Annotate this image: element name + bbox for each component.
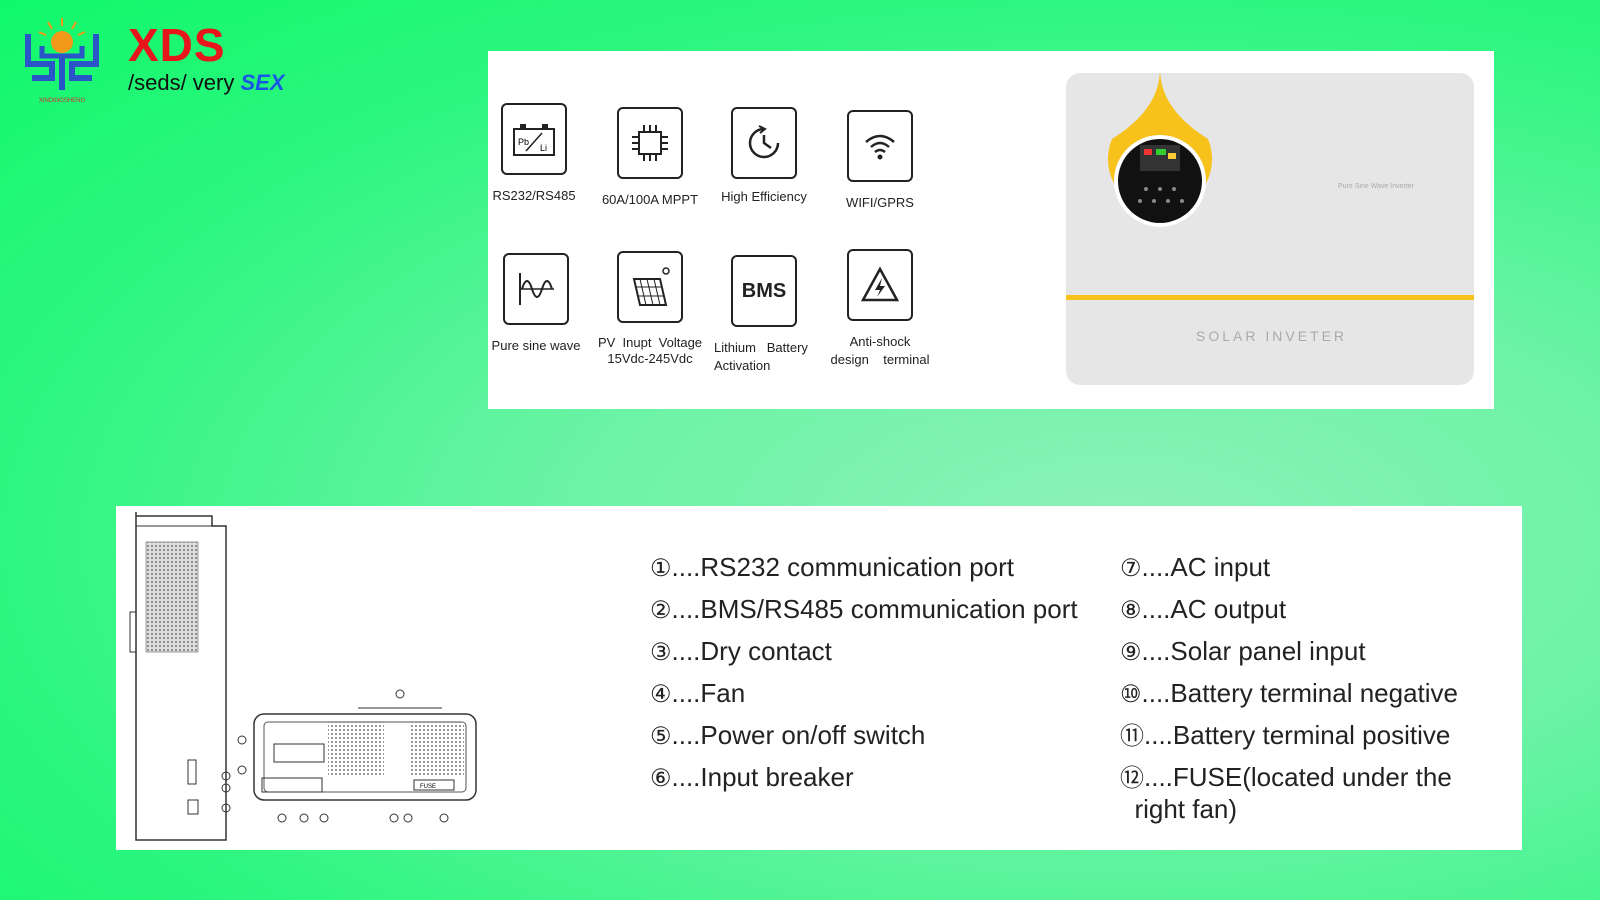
svg-text:XINDINGSHENG: XINDINGSHENG xyxy=(39,98,86,104)
feature-efficiency: High Efficiency xyxy=(704,107,824,205)
port-item: ⑫....FUSE(located under the right fan) xyxy=(1120,762,1452,824)
inverter-port-diagram: FUSE xyxy=(129,512,477,841)
inverter-image: Pure Sine Wave Inverter SOLAR INVETER xyxy=(1066,69,1474,385)
feature-mppt: 60A/100A MPPT xyxy=(590,107,710,208)
port-item: ④....Fan xyxy=(650,678,746,708)
company-logo: XINDINGSHENG xyxy=(25,18,99,104)
port-item: ⑨....Solar panel input xyxy=(1120,636,1366,666)
sine-wave-icon xyxy=(503,253,569,325)
svg-text:FUSE: FUSE xyxy=(420,784,436,790)
solar-panel-icon xyxy=(617,251,683,323)
port-item: ③....Dry contact xyxy=(650,636,832,666)
wifi-icon xyxy=(847,110,913,182)
inverter-label: SOLAR INVETER xyxy=(1196,328,1348,344)
inverter-display-icon xyxy=(1108,69,1212,227)
inverter-accent-stripe xyxy=(1066,295,1474,300)
port-item: ⑩....Battery terminal negative xyxy=(1120,678,1458,708)
ports-panel: FUSE ①....RS232 communication port ②....… xyxy=(116,506,1522,850)
pv-voltage-range: 15Vdc-245Vdc xyxy=(607,351,693,366)
chip-mppt-icon xyxy=(617,107,683,179)
feature-wifi: WIFI/GPRS xyxy=(820,110,940,211)
high-voltage-icon xyxy=(847,249,913,321)
port-item: ⑤....Power on/off switch xyxy=(650,720,926,750)
port-item: ⑪....Battery terminal positive xyxy=(1120,720,1451,750)
clock-efficiency-icon xyxy=(731,107,797,179)
port-item: ②....BMS/RS485 communication port xyxy=(650,594,1078,624)
port-item: ⑥....Input breaker xyxy=(650,762,854,792)
port-item: ①....RS232 communication port xyxy=(650,552,1015,582)
brand-name: XDS xyxy=(128,19,226,71)
svg-text:Pb: Pb xyxy=(518,137,529,147)
port-item: ⑦....AC input xyxy=(1120,552,1271,582)
port-item: ⑧....AC output xyxy=(1120,594,1287,624)
svg-text:Li: Li xyxy=(540,143,547,153)
feature-sine: Pure sine wave xyxy=(476,253,596,354)
bms-icon: BMS xyxy=(731,255,797,327)
brand-tagline: /seds/ very SEX xyxy=(128,70,285,95)
